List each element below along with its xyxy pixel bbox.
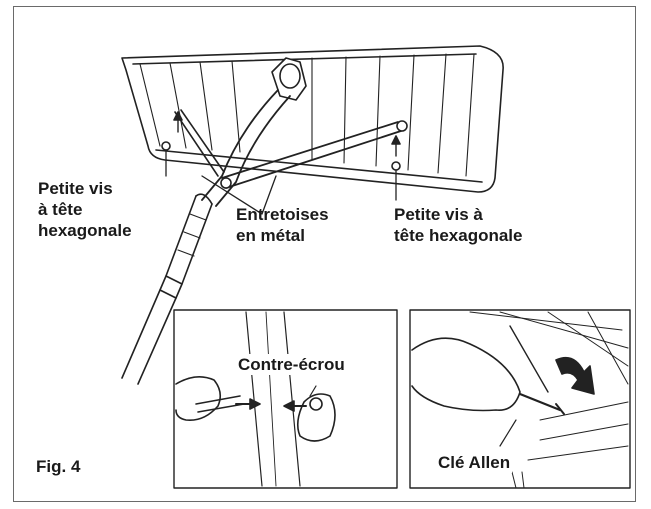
callout-lines: [165, 149, 397, 215]
metal-struts: [174, 109, 408, 189]
left-screw-label-line3: hexagonale: [38, 221, 132, 240]
spacers-label-line1: Entretoises: [236, 205, 329, 224]
spacers-label-line2: en métal: [236, 226, 305, 245]
right-screw-label-line2: tête hexagonale: [394, 226, 523, 245]
spacers-label: Entretoises en métal: [236, 204, 329, 246]
locknut-label: Contre-écrou: [236, 354, 347, 375]
extension-pole: [121, 193, 213, 385]
left-screw-label-line2: à tête: [38, 200, 83, 219]
inset-locknut: [173, 309, 398, 489]
right-screw-label: Petite vis à tête hexagonale: [394, 204, 523, 246]
right-screw-label-line1: Petite vis à: [394, 205, 483, 224]
left-screw-label: Petite vis à tête hexagonale: [38, 178, 132, 241]
curved-handle: [201, 89, 291, 207]
brush-panel: [121, 45, 504, 193]
handle-socket: [271, 57, 307, 101]
figure-frame: [13, 6, 636, 502]
right-screw: [391, 135, 401, 171]
allen-key-label: Clé Allen: [436, 452, 513, 473]
figure-number: Fig. 4: [36, 457, 81, 476]
left-screw: [161, 111, 183, 151]
left-screw-label-line1: Petite vis: [38, 179, 113, 198]
